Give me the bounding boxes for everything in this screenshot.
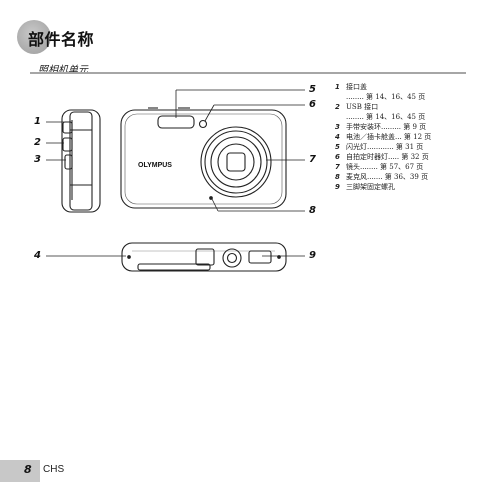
camera-front-view	[120, 107, 287, 209]
callout-5: 5	[309, 84, 316, 95]
brand-label: OLYMPUS	[138, 162, 172, 169]
legend-text: USB 接口	[346, 103, 379, 111]
callout-8: 8	[309, 205, 316, 216]
page-number: 8	[24, 463, 32, 476]
section-divider	[30, 72, 466, 74]
callout-1: 1	[34, 116, 41, 127]
title-circle-decoration	[17, 20, 51, 54]
legend-number: 8	[335, 173, 340, 181]
legend-text: 三脚架固定螺孔	[346, 183, 395, 191]
legend-text: 手带安装环......... 第 9 页	[346, 123, 427, 131]
legend-text: 麦克风....... 第 36、39 页	[346, 173, 429, 181]
language-code: CHS	[43, 464, 65, 475]
legend-number: 6	[335, 153, 340, 161]
page-title: 部件名称	[28, 30, 95, 49]
legend-number: 4	[335, 133, 340, 141]
callout-7: 7	[309, 154, 316, 165]
legend-text: ........ 第 14、16、45 页	[346, 93, 426, 101]
callout-2: 2	[34, 137, 41, 148]
callout-lines	[46, 89, 305, 257]
camera-side-view	[61, 109, 101, 213]
legend-number: 2	[335, 103, 340, 111]
legend-text: 闪光灯............ 第 31 页	[346, 143, 424, 151]
legend-text: 镜头........ 第 57、67 页	[346, 163, 424, 171]
camera-bottom-view	[121, 242, 287, 272]
legend-text: 接口盖	[346, 83, 367, 91]
legend-number: 7	[335, 163, 340, 171]
legend-text: 电池／插卡舱盖... 第 12 页	[346, 133, 432, 141]
callout-9: 9	[309, 250, 316, 261]
callout-6: 6	[309, 99, 316, 110]
callout-4: 4	[34, 250, 41, 261]
section-title: 照相机单元	[38, 65, 88, 76]
legend-number: 5	[335, 143, 340, 151]
legend-text: ........ 第 14、16、45 页	[346, 113, 426, 121]
legend-number: 1	[335, 83, 340, 91]
callout-3: 3	[34, 154, 41, 165]
legend-number: 9	[335, 183, 340, 191]
legend-text: 自拍定时器灯..... 第 32 页	[346, 153, 429, 161]
page-number-badge	[0, 460, 40, 482]
legend-number: 3	[335, 123, 340, 131]
